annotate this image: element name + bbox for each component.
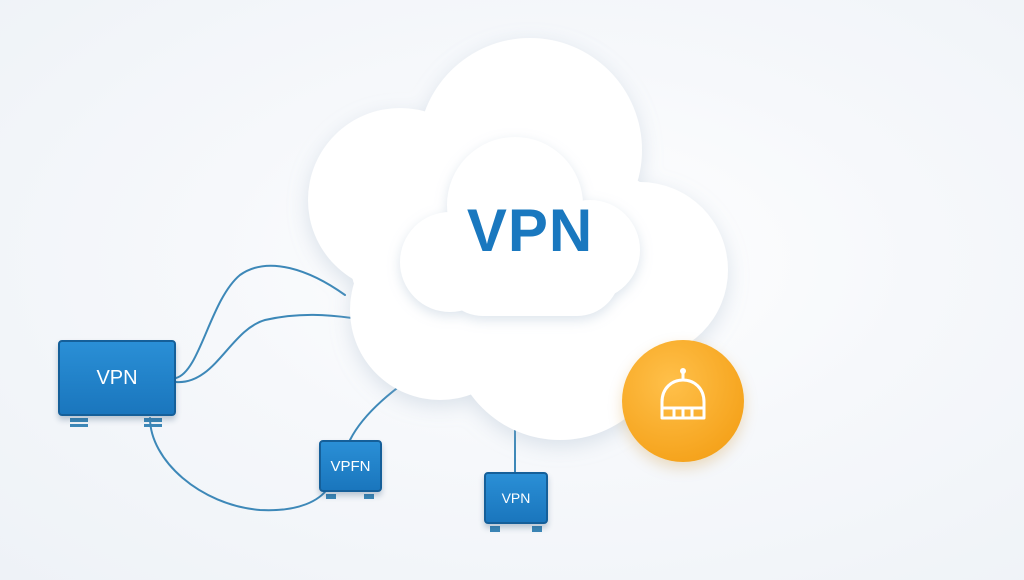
device-label: VPN	[96, 366, 138, 389]
cable-main-to-cloud-lower	[175, 313, 353, 384]
cable-main-to-mid	[149, 417, 329, 512]
device-label: VPFN	[330, 457, 371, 475]
vpn-gateway-device: VPN	[484, 472, 548, 524]
vpn-router-device: VPN	[58, 340, 176, 416]
device-ports	[70, 418, 542, 532]
cables	[149, 264, 516, 512]
cable-main-to-cloud-upper	[175, 264, 346, 379]
device-label: VPN	[501, 490, 531, 506]
vpn-switch-device: VPFN	[319, 440, 382, 492]
cloud-label: VPN	[466, 197, 594, 264]
lock-icon	[660, 368, 706, 420]
security-badge	[622, 340, 744, 462]
vpn-cloud-inner	[400, 137, 640, 316]
